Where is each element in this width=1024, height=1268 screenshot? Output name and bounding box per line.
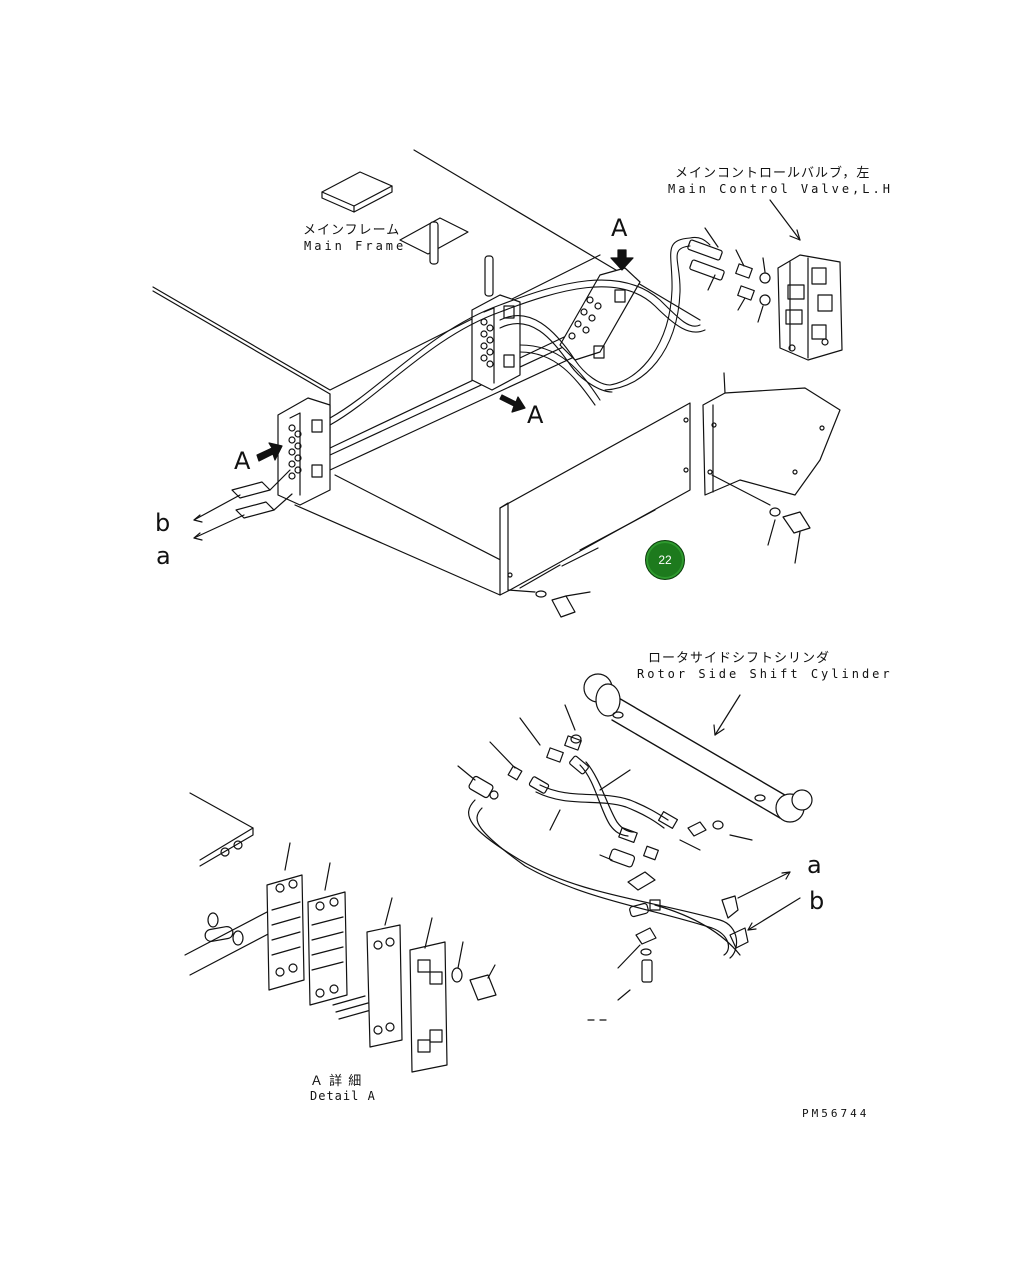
main-control-valve-label-en: Main Control Valve,L.H <box>668 182 893 196</box>
clamp-block-middle <box>471 294 521 391</box>
part-callout-22-number: 22 <box>658 553 672 567</box>
view-a-marker-left: A <box>234 447 251 475</box>
main-control-valve-label-jp: メインコントロールバルブ，左 <box>675 166 871 181</box>
main-control-valve <box>769 199 843 361</box>
cover-plate-22 <box>499 402 691 596</box>
detail-a-label-en: Detail A <box>310 1089 376 1103</box>
bolt-cover-plate <box>507 589 591 618</box>
clamp-block-angled <box>559 267 641 361</box>
view-arrows <box>256 249 634 462</box>
port-b-marker-upper: b <box>155 509 171 537</box>
frame-top-edge <box>152 254 601 391</box>
frame-side-rail-bottom <box>329 329 601 456</box>
frame-bottom-line <box>334 474 521 571</box>
side-cover-right <box>702 372 841 564</box>
port-a-marker-upper: a <box>156 542 171 570</box>
hoses-upper <box>329 236 711 426</box>
port-a-marker-lower: a <box>807 851 822 879</box>
left-fittings <box>193 469 293 541</box>
valve-fittings <box>687 227 771 323</box>
rotor-cylinder <box>583 673 813 823</box>
rotor-fittings <box>457 704 801 1021</box>
drawing-number: PM56744 <box>802 1107 870 1120</box>
pin-symbol-plate <box>399 217 469 255</box>
clamp-block-left <box>277 397 331 506</box>
view-a-marker-middle: A <box>527 401 544 429</box>
detail-a-drawing <box>184 792 497 1073</box>
detail-a-label-jp: Ａ 詳 細 <box>310 1074 363 1089</box>
main-frame-label-jp: メインフレーム <box>303 223 401 238</box>
main-frame-label-en: Main Frame <box>304 239 407 253</box>
rotor-cylinder-label-jp: ロータサイドシフトシリンダ <box>648 651 831 666</box>
frame-side-rail-lower <box>329 344 601 471</box>
frame-side-rail-upper <box>329 319 601 449</box>
view-a-marker-top: A <box>611 214 628 242</box>
rotor-cylinder-label-en: Rotor Side Shift Cylinder <box>637 667 893 681</box>
frame-right-edge <box>413 149 701 321</box>
frame-bottom-line-2 <box>294 504 501 596</box>
part-callout-22[interactable]: 22 <box>645 540 685 580</box>
frame-symbol-plate <box>321 171 393 207</box>
port-b-marker-lower: b <box>809 887 825 915</box>
rotor-hoses <box>468 761 741 959</box>
frame-top-edge-2 <box>152 290 331 395</box>
